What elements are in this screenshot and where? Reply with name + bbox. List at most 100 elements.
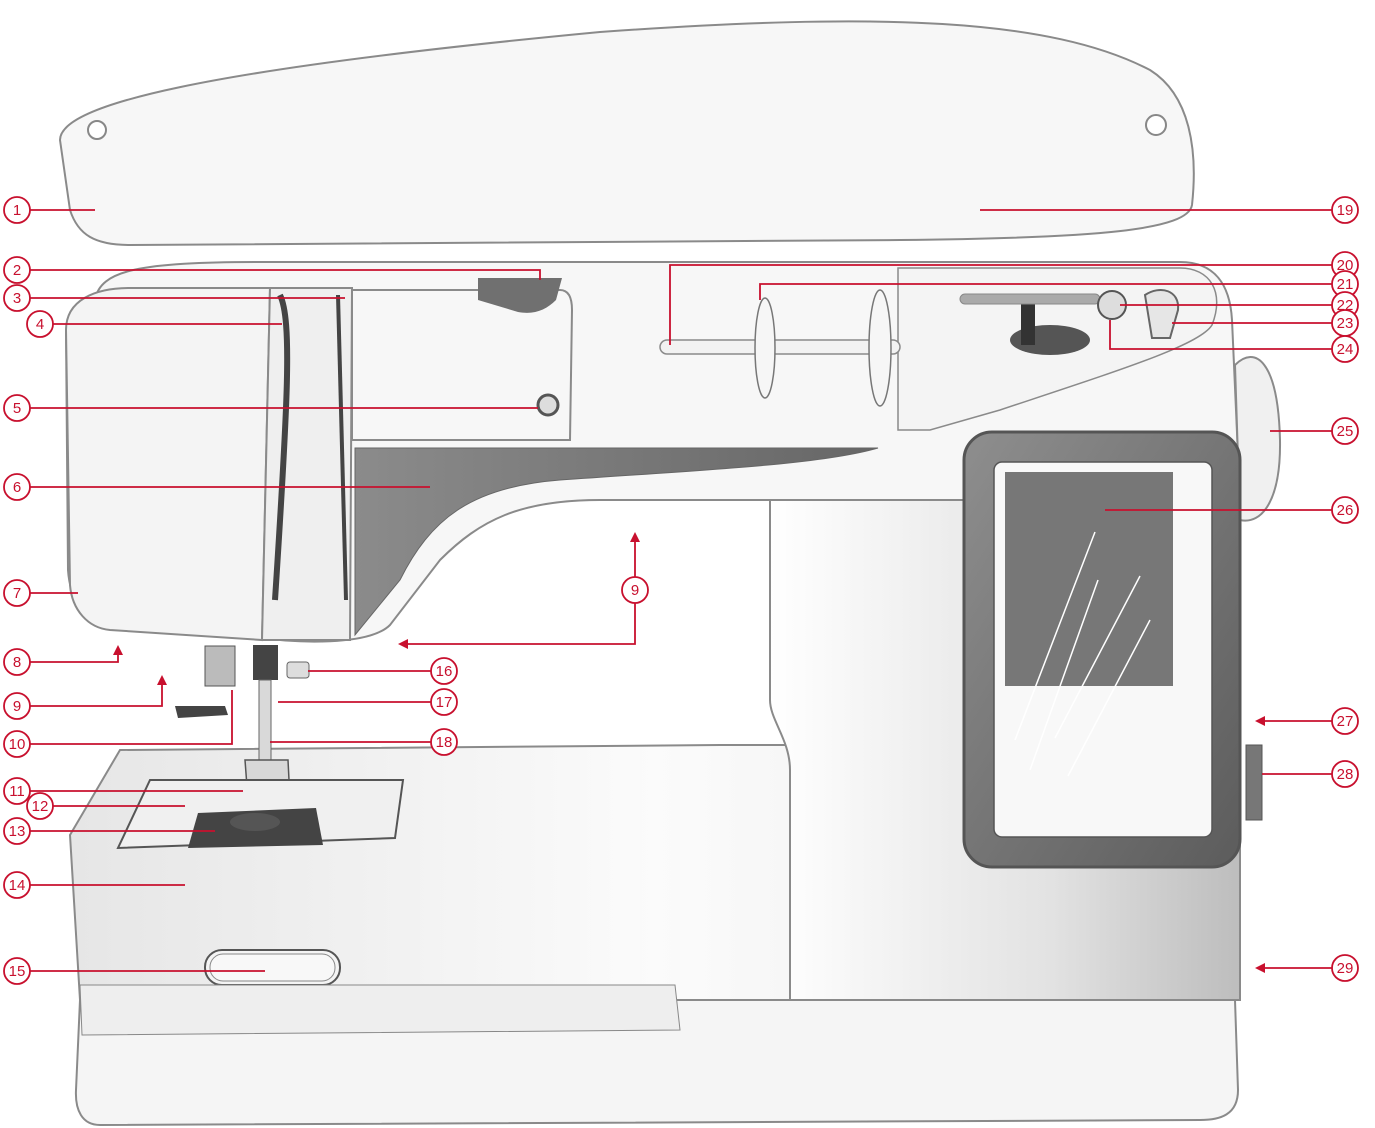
callout-8: 8	[3, 645, 123, 676]
callout-circle	[3, 957, 31, 985]
leader-line	[30, 690, 233, 745]
callout-29: 29	[1255, 954, 1359, 982]
callout-number: 9	[13, 698, 21, 715]
callout-number: 13	[9, 823, 26, 840]
callout-number: 27	[1337, 713, 1354, 730]
callout-number: 7	[13, 585, 21, 602]
callout-number: 3	[13, 290, 21, 307]
callout-7: 7	[3, 579, 78, 607]
callout-number: 23	[1337, 315, 1354, 332]
callout-number: 24	[1337, 341, 1354, 358]
callout-19: 19	[980, 196, 1359, 224]
callout-circle	[3, 394, 31, 422]
callout-circle	[1331, 760, 1359, 788]
callout-number: 14	[9, 877, 26, 894]
callout-circle	[3, 871, 31, 899]
callout-27: 27	[1255, 707, 1359, 735]
callout-circle	[1331, 707, 1359, 735]
callout-26: 26	[1105, 496, 1359, 524]
callout-circle	[3, 284, 31, 312]
callout-circle	[3, 579, 31, 607]
callout-number: 18	[436, 734, 453, 751]
callout-circle	[26, 310, 54, 338]
arrowhead	[630, 532, 640, 542]
arrowhead	[113, 645, 123, 655]
callout-number: 20	[1337, 257, 1354, 274]
callout-4: 4	[26, 310, 282, 338]
callout-number: 26	[1337, 502, 1354, 519]
callout-11: 11	[3, 777, 243, 805]
callout-14: 14	[3, 871, 185, 899]
machine-body	[64, 261, 1282, 1127]
callout-17: 17	[278, 688, 458, 716]
callout-number: 5	[13, 400, 21, 417]
callout-circle	[3, 196, 31, 224]
callout-circle	[3, 730, 31, 758]
callout-9-b: 9	[398, 532, 649, 649]
callout-23: 23	[1172, 309, 1359, 337]
callout-circle	[1331, 954, 1359, 982]
callout-3: 3	[3, 284, 345, 312]
leader-line	[759, 283, 1332, 300]
callout-number: 9	[631, 582, 639, 599]
callout-number: 16	[436, 663, 453, 680]
callout-18: 18	[270, 728, 458, 756]
touch-screen	[962, 430, 1242, 869]
callout-21: 21	[759, 270, 1359, 300]
callout-circle	[1331, 196, 1359, 224]
presser-foot-assembly	[175, 645, 310, 801]
lid	[58, 20, 1195, 247]
callout-circle	[3, 648, 31, 676]
callout-circle	[26, 792, 54, 820]
callout-number: 6	[13, 479, 21, 496]
callout-9: 9	[3, 675, 167, 720]
leader-line	[669, 264, 1332, 345]
spool-pin	[659, 289, 901, 407]
callout-number: 8	[13, 654, 21, 671]
callout-13: 13	[3, 817, 215, 845]
callout-circle	[3, 473, 31, 501]
callout-number: 17	[436, 694, 453, 711]
callout-circle	[1331, 496, 1359, 524]
leader-line	[1109, 320, 1332, 350]
callout-circle	[3, 817, 31, 845]
callout-16: 16	[308, 657, 458, 685]
callout-number: 21	[1337, 276, 1354, 293]
callouts: 1234567891011121314151617181920212223242…	[3, 196, 1359, 985]
callout-number: 15	[9, 963, 26, 980]
callout-circle	[3, 692, 31, 720]
callout-24: 24	[1109, 320, 1359, 363]
arrowhead	[398, 639, 408, 649]
callout-15: 15	[3, 957, 265, 985]
callout-circle	[1331, 335, 1359, 363]
callout-number: 11	[9, 783, 25, 800]
callout-6: 6	[3, 473, 430, 501]
callout-number: 10	[9, 736, 26, 753]
callout-circle	[621, 576, 649, 604]
leader-line	[30, 680, 163, 707]
callout-28: 28	[1262, 760, 1359, 788]
callout-2: 2	[3, 256, 541, 284]
callout-circle	[3, 777, 31, 805]
leader-line	[30, 269, 541, 280]
callout-20: 20	[669, 251, 1359, 345]
callout-number: 2	[13, 262, 21, 279]
callout-circle	[430, 657, 458, 685]
callout-circle	[430, 728, 458, 756]
leader-line	[30, 650, 119, 663]
callout-10: 10	[3, 690, 233, 758]
callout-number: 29	[1337, 960, 1354, 977]
callout-number: 12	[32, 798, 49, 815]
leader-line	[405, 540, 636, 645]
callout-circle	[3, 256, 31, 284]
arrowhead	[1255, 963, 1265, 973]
callout-number: 28	[1337, 766, 1354, 783]
callout-1: 1	[3, 196, 95, 224]
callout-number: 19	[1337, 202, 1354, 219]
callout-25: 25	[1270, 417, 1359, 445]
callout-number: 1	[13, 202, 21, 219]
callout-number: 4	[36, 316, 44, 333]
arrowhead	[157, 675, 167, 685]
arrowhead	[1255, 716, 1265, 726]
callout-circle	[430, 688, 458, 716]
